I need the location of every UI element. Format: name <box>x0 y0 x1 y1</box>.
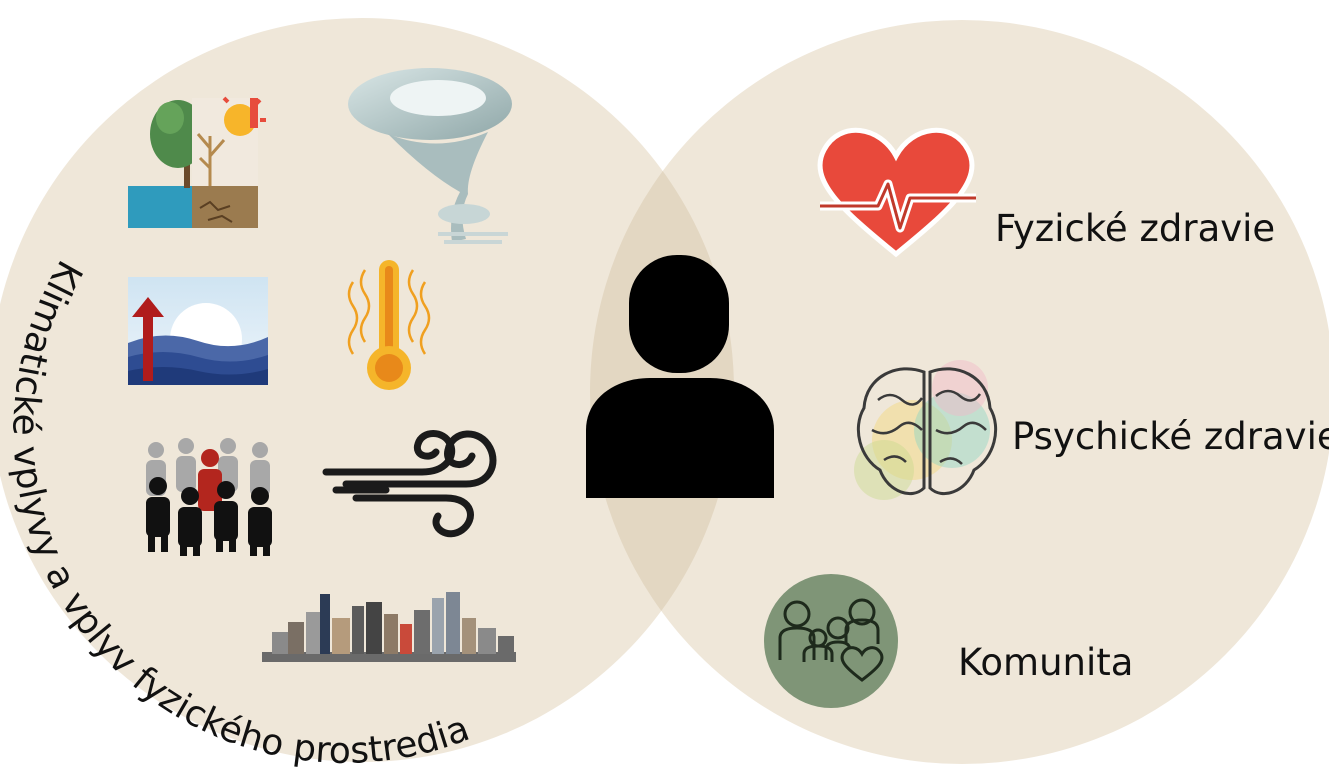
wind-icon <box>322 430 497 538</box>
community-label: Komunita <box>958 641 1134 684</box>
physical-health-label: Fyzické zdravie <box>995 207 1276 250</box>
tornado-icon <box>348 68 512 244</box>
right-circle <box>590 20 1329 764</box>
brain-icon <box>854 360 998 500</box>
drought-icon <box>128 96 266 228</box>
mental-health-label: Psychické zdravie <box>1012 415 1329 458</box>
community-icon <box>764 574 898 708</box>
heart-pulse-icon <box>817 127 976 258</box>
heat-thermometer-icon <box>347 260 431 390</box>
migration-crowd-icon <box>146 438 272 556</box>
sea-level-rise-icon <box>128 277 268 385</box>
city-skyline-icon <box>262 592 516 662</box>
person-icon <box>586 255 774 498</box>
